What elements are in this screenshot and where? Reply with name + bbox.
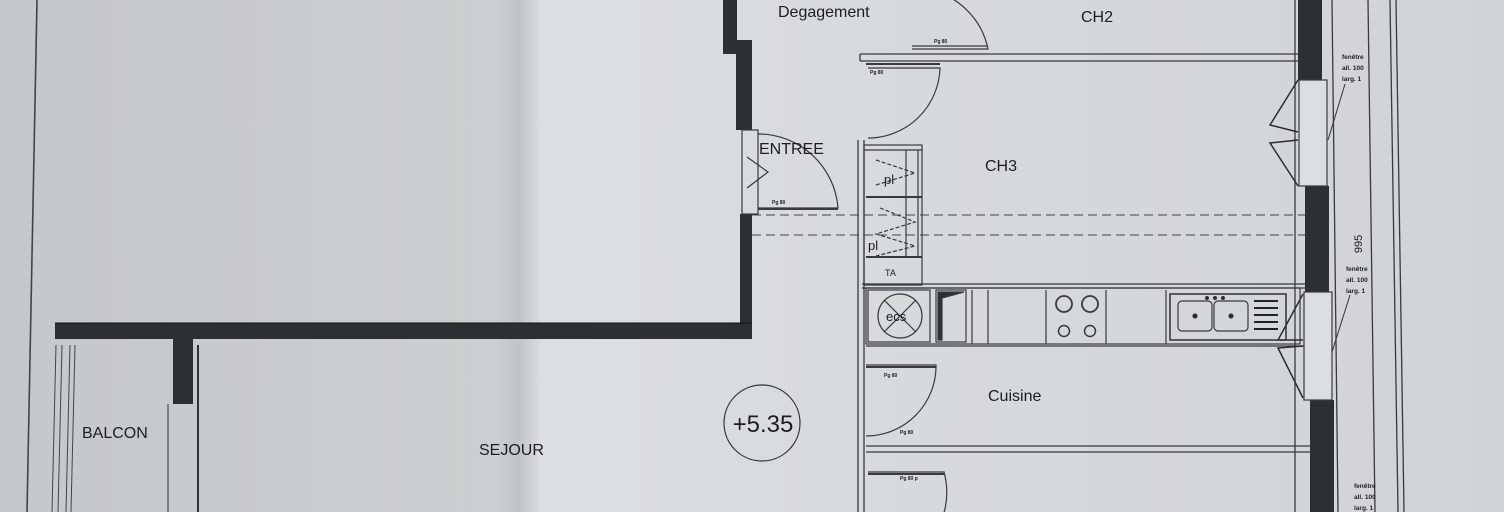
- room-label-entree: ENTREE: [759, 141, 824, 158]
- kitchen-counter: [865, 287, 1301, 345]
- bearing-walls: [55, 0, 1334, 512]
- svg-text:Pg 80: Pg 80: [900, 430, 914, 436]
- door-tags: Pg 80 Pg 80 Pg 80 Pg 80 Pg 80 Pg 80 p: [772, 39, 948, 482]
- window-callout-1: fenêtre all. 100 larg. 1: [1342, 54, 1364, 83]
- partitions: [857, 0, 1405, 512]
- svg-text:fenêtre: fenêtre: [1346, 266, 1368, 273]
- room-label-ch2: CH2: [1081, 9, 1113, 26]
- room-label-ch3: CH3: [985, 158, 1017, 175]
- svg-text:all. 100: all. 100: [1346, 277, 1368, 284]
- water-heater-label: ecs: [886, 309, 907, 324]
- windows: [1298, 79, 1333, 401]
- closet-label-pl-1: pl: [884, 172, 894, 187]
- dimension-label: 995: [1353, 235, 1365, 253]
- svg-text:fenêtre: fenêtre: [1342, 54, 1364, 61]
- closet-block: [863, 144, 923, 286]
- room-label-degagement: Degagement: [778, 4, 870, 21]
- level-marker-circle: [723, 384, 801, 462]
- svg-text:fenêtre: fenêtre: [1354, 483, 1376, 490]
- svg-text:all. 100: all. 100: [1354, 494, 1376, 501]
- room-label-sejour: SEJOUR: [479, 442, 544, 459]
- svg-text:larg. 1: larg. 1: [1346, 288, 1366, 295]
- left-boundary-lines: [26, 0, 76, 512]
- svg-text:Pg 80: Pg 80: [772, 200, 786, 206]
- svg-text:larg. 1: larg. 1: [1354, 505, 1374, 512]
- svg-text:all. 100: all. 100: [1342, 65, 1364, 72]
- closet-label-pl-2: pl: [868, 238, 878, 253]
- svg-text:Pg 80: Pg 80: [884, 373, 898, 379]
- closet-label-ta: TA: [885, 268, 896, 278]
- drainer-lines: [1254, 300, 1278, 330]
- level-marker-value: +5.35: [733, 411, 794, 438]
- svg-text:Pg 80 p: Pg 80 p: [900, 476, 918, 482]
- window-callout-3: fenêtre all. 100 larg. 1: [1354, 483, 1376, 512]
- doors: [741, 0, 989, 512]
- window-callout-2: fenêtre all. 100 larg. 1: [1346, 266, 1368, 295]
- svg-text:larg. 1: larg. 1: [1342, 76, 1362, 83]
- room-label-cuisine: Cuisine: [988, 388, 1041, 405]
- room-label-balcon: BALCON: [82, 425, 148, 442]
- svg-text:Pg 80: Pg 80: [934, 39, 948, 45]
- svg-text:Pg 80: Pg 80: [870, 70, 884, 76]
- dashed-beam-lines: [752, 214, 1305, 236]
